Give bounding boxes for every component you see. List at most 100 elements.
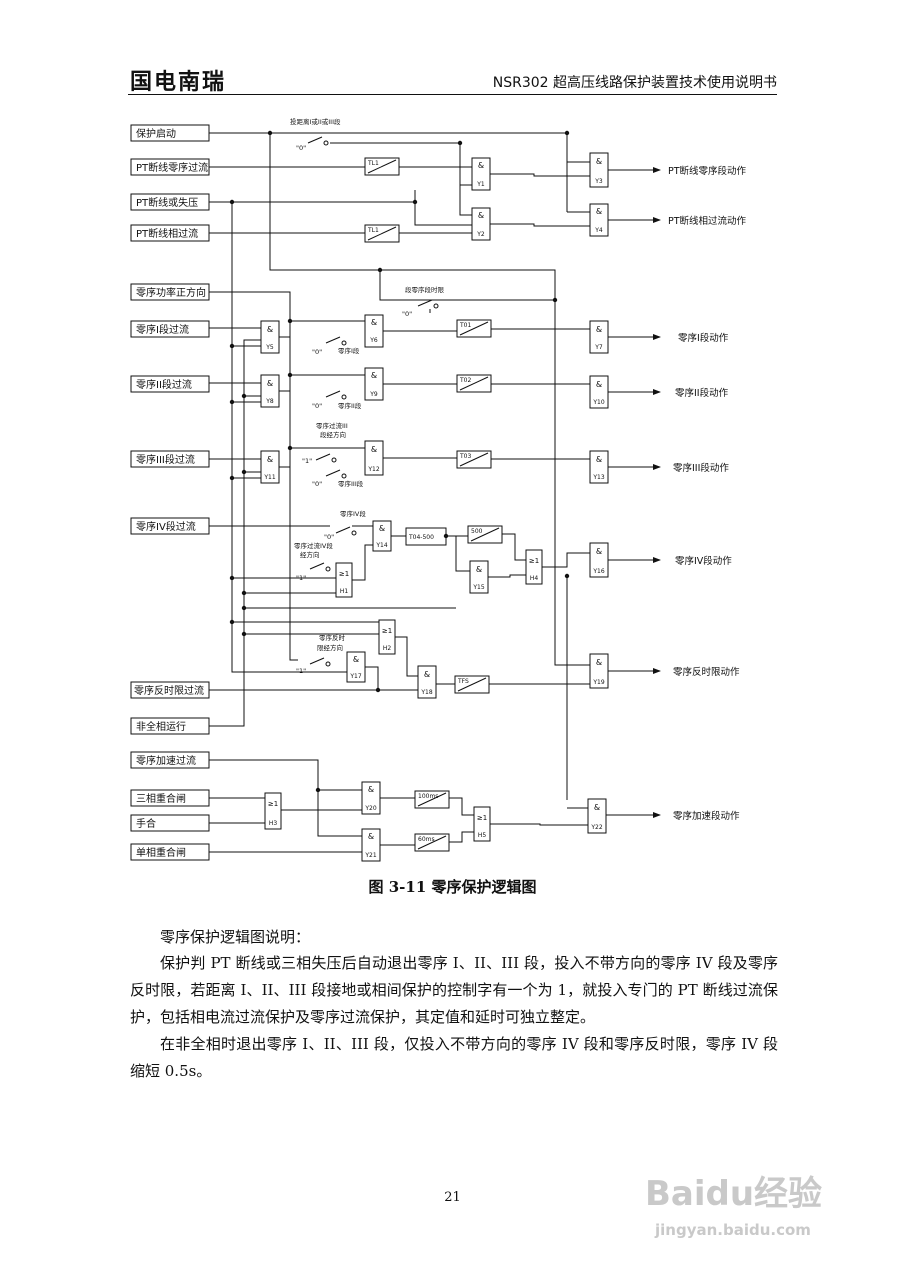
gate-h3-label: H3 [269,820,278,827]
gate-h3-symbol: ≥1 [268,800,278,808]
switch-val-zs2: "0" [312,402,322,410]
gate-y7-label: Y7 [594,344,603,351]
gate-y2-label: Y2 [476,231,485,238]
gate-y8-symbol: & [267,379,273,388]
switch-label-zs3-dir2: 段经方向 [320,430,346,439]
gate-y20-symbol: & [368,785,374,794]
gate-y6-label: Y6 [369,337,378,344]
switch-val-inv-dir: "1" [296,667,306,675]
header-rule [128,94,777,95]
gate-y12-label: Y12 [367,466,379,473]
label-zs-inv: 零序反时限过流 [134,684,204,697]
gate-h3 [264,792,282,830]
gate-y13-symbol: & [596,455,602,464]
gate-y1-label: Y1 [476,181,485,188]
timer-t01-label: T01 [459,322,471,329]
timer-t02-label: T02 [459,377,471,384]
figure-caption: 图 3-11 零序保护逻辑图 [368,878,537,896]
input-box-zs2 [130,375,210,393]
gate-h4-label: H4 [530,575,539,582]
switch-label-seg-time: 段零序段时限 [405,285,445,294]
gate-y18-label: Y18 [420,689,432,696]
switch-val-zs1: "0" [312,348,322,356]
paragraph-intro: 零序保护逻辑图说明： [160,928,311,946]
switch-val-zs3-dir: "1" [302,457,312,465]
gate-y17-symbol: & [353,655,359,664]
switch-val-dist: "0" [296,144,306,152]
paragraph-pt-break: 保护判 PT 断线或三相失压后自动退出零序 I、II、III 段，投入不带方向的… [130,954,778,1026]
gate-y9-label: Y9 [369,391,378,398]
switch-label-inv-dir: 零序反时 [319,633,346,642]
gate-y19-symbol: & [596,658,602,667]
page-number: 21 [444,1190,461,1205]
label-out-pt-phase: PT断线相过流动作 [668,215,747,227]
label-three-reclose: 三相重合闸 [136,792,186,805]
gate-y5-label: Y5 [265,344,274,351]
gate-y16-symbol: & [596,547,602,556]
gate-y8-label: Y8 [265,398,274,405]
gate-y22-label: Y22 [590,824,602,831]
timer-tfs-label: TFS [457,678,469,685]
label-zs4: 零序IV段过流 [136,520,196,533]
switch-label-zs4-dir: 零序过流IV段 [294,541,333,550]
label-pt-zero: PT断线零序过流 [136,161,208,174]
label-zs1: 零序I段过流 [136,323,189,336]
label-pt-loss: PT断线或失压 [136,196,198,209]
timer-t100 [414,790,450,809]
gate-y19-label: Y19 [592,679,604,686]
gate-h5-symbol: ≥1 [477,814,487,822]
gate-h2-label: H2 [383,645,392,652]
label-out-zs3: 零序III段动作 [673,462,729,474]
gate-y9-symbol: & [371,371,377,380]
label-pt-phase: PT断线相过流 [136,227,198,240]
gate-y10-label: Y10 [592,399,604,406]
gate-y21-label: Y21 [364,852,376,859]
timer-t04-label: T04-500 [408,534,434,541]
timer-t500-label: 500 [471,528,483,535]
timer-tl1-b-label: TL1 [367,227,379,234]
gate-h2-symbol: ≥1 [382,627,392,635]
gate-y15-label: Y15 [472,584,484,591]
label-out-zs4: 零序IV段动作 [675,555,732,567]
timer-tl1-a-label: TL1 [367,160,379,167]
label-out-zs1: 零序I段动作 [678,332,729,344]
gate-y11-label: Y11 [263,474,275,481]
label-out-zs2: 零序II段动作 [675,387,729,399]
gate-h5-label: H5 [478,832,487,839]
gate-y4-label: Y4 [594,227,603,234]
switch-label-inv-dir2: 限经方向 [317,643,343,652]
label-non-full: 非全相运行 [136,720,186,733]
label-out-zs-inv: 零序反时限动作 [673,666,740,678]
gate-y3-symbol: & [596,157,602,166]
switch-label-zs4-dir2: 经方向 [300,550,320,559]
label-zs2: 零序II段过流 [136,378,192,391]
gate-y22 [587,798,607,834]
switch-val-seg: "0" [402,310,412,318]
header-title: NSR302 超高压线路保护装置技术使用说明书 [492,75,777,91]
gate-y11-symbol: & [267,455,273,464]
gate-y4-symbol: & [596,207,602,216]
gate-h1-label: H1 [340,588,349,595]
gate-y2-symbol: & [478,211,484,220]
gate-y6-symbol: & [371,318,377,327]
switch-label-zs2: 零序II段 [338,401,362,410]
gate-y17-label: Y17 [349,673,361,680]
label-out-pt-zero: PT断线零序段动作 [668,165,747,177]
gate-y5-symbol: & [267,325,273,334]
gate-y14-label: Y14 [375,542,387,549]
switch-val-zs4-dir: "1" [296,574,306,582]
gate-h1-symbol: ≥1 [339,570,349,578]
gate-y15-symbol: & [476,565,482,574]
watermark-logo: Baidu经验 jingyan.baidu.com [645,1174,822,1239]
label-zs3: 零序III段过流 [136,453,195,466]
input-box-zs1 [130,320,210,338]
label-out-zs-acc: 零序加速段动作 [673,810,740,822]
label-zs-dir: 零序功率正方向 [136,286,206,299]
paragraph-non-full-phase: 在非全相时退出零序 I、II、III 段，仅投入不带方向的零序 IV 段和零序反… [130,1035,778,1080]
gate-y20-label: Y20 [364,805,376,812]
switch-label-zs1: 零序I段 [338,346,360,355]
gate-y16-label: Y16 [592,568,604,575]
switch-val-zs4: "0" [324,533,334,541]
gate-y22-symbol: & [594,803,600,812]
switch-label-zs4: 零序IV段 [340,509,366,518]
